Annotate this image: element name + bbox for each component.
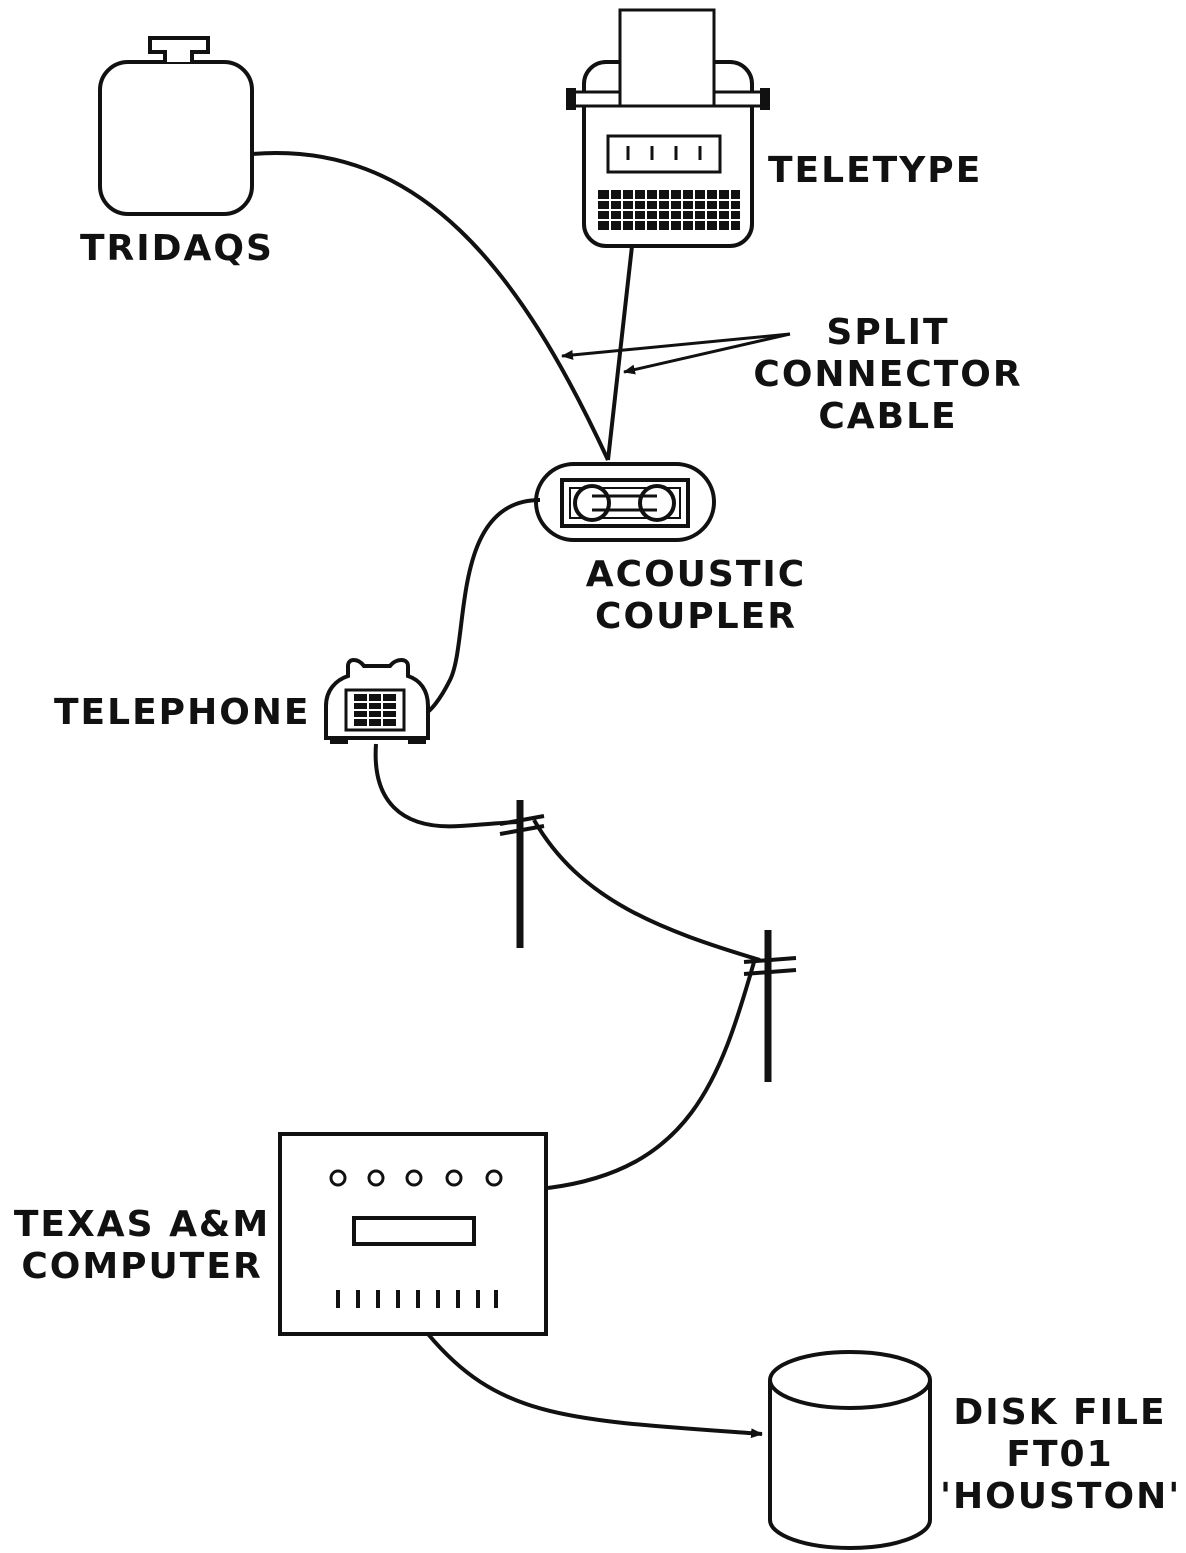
split-connector-cable-label-line-1: SPLIT [740, 312, 1036, 354]
disk-file-label: DISK FILE FT01 'HOUSTON' [940, 1392, 1180, 1518]
acoustic-coupler-label-line-1: ACOUSTIC [566, 554, 826, 596]
tridaqs-cable [252, 153, 608, 460]
split-connector-cable-label: SPLIT CONNECTOR CABLE [740, 312, 1036, 438]
acoustic-coupler-label-line-2: COUPLER [566, 596, 826, 638]
tridaqs-label: TRIDAQS [80, 228, 274, 270]
computer-disk-arrow [428, 1334, 762, 1434]
utility-pole-icon [744, 930, 796, 1082]
computer-label-line-2: COMPUTER [4, 1246, 280, 1288]
teletype-cable [608, 246, 632, 460]
telephone-line-segment-3 [548, 962, 754, 1188]
telephone-label: TELEPHONE [54, 692, 311, 734]
disk-file-icon [770, 1352, 930, 1548]
computer-label: TEXAS A&M COMPUTER [4, 1204, 280, 1288]
telephone-line-segment-2 [534, 820, 760, 960]
computer-label-line-1: TEXAS A&M [4, 1204, 280, 1246]
telephone-line-segment-1 [376, 744, 520, 826]
split-connector-cable-label-line-3: CABLE [740, 396, 1036, 438]
teletype-label: TELETYPE [768, 150, 982, 192]
disk-file-label-line-1: DISK FILE [940, 1392, 1180, 1434]
teletype-icon [566, 10, 770, 246]
telephone-icon [326, 660, 428, 744]
acoustic-coupler-label: ACOUSTIC COUPLER [566, 554, 826, 638]
split-connector-cable-label-line-2: CONNECTOR [740, 354, 1036, 396]
tridaqs-device-icon [100, 38, 252, 214]
coupler-telephone-cable [424, 500, 540, 714]
disk-file-label-line-2: FT01 [940, 1434, 1180, 1476]
disk-file-label-line-3: 'HOUSTON' [940, 1476, 1180, 1518]
computer-icon [280, 1134, 546, 1334]
acoustic-coupler-icon [536, 464, 714, 540]
